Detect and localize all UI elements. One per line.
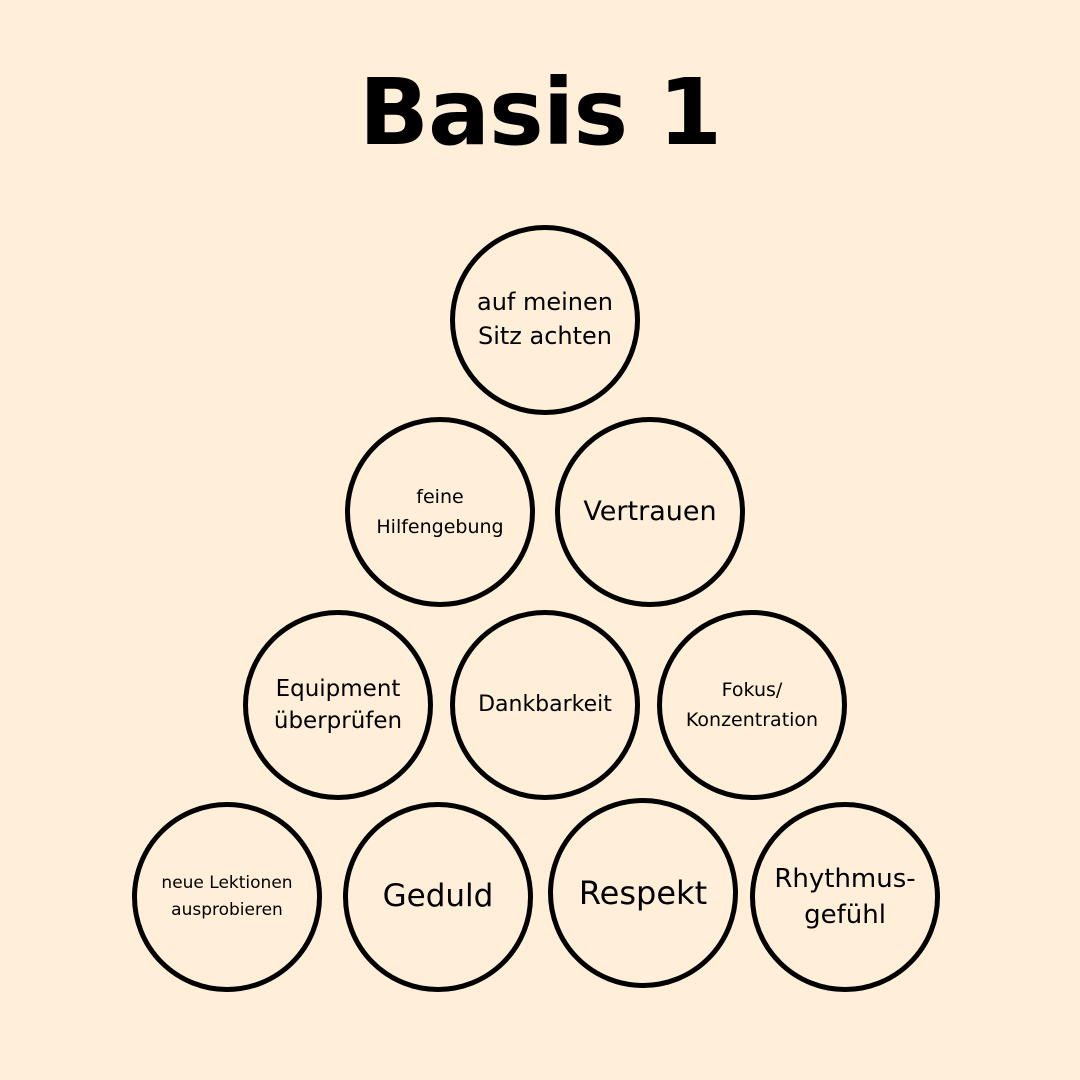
circle-label: Equipment bbox=[275, 675, 401, 702]
circle-label: Konzentration bbox=[685, 709, 819, 731]
circle-lektionen: neue Lektionen ausprobieren bbox=[132, 802, 322, 992]
circle-label: Sitz achten bbox=[477, 322, 613, 350]
circle-label: feine bbox=[416, 485, 464, 508]
circle-label: Fokus/ bbox=[721, 678, 783, 701]
circle-vertrauen: Vertrauen bbox=[555, 417, 745, 607]
circle-label: Respekt bbox=[578, 873, 708, 912]
circle-geduld: Geduld bbox=[343, 802, 533, 992]
circle-label: Hilfengebung bbox=[376, 516, 504, 538]
circle-rhythmus: Rhythmus-gefühl bbox=[750, 802, 940, 992]
circle-fokus: Fokus/Konzentration bbox=[657, 610, 847, 800]
circle-label: gefühl bbox=[804, 900, 886, 930]
circle-label: auf meinen bbox=[477, 288, 613, 317]
circle-label: neue Lektionen bbox=[161, 872, 293, 893]
circle-label: Geduld bbox=[382, 878, 494, 915]
circle-label: überprüfen bbox=[273, 708, 403, 734]
circle-dankbarkeit: Dankbarkeit bbox=[450, 610, 640, 800]
circle-label: ausprobieren bbox=[171, 900, 283, 920]
circle-label: Vertrauen bbox=[583, 496, 717, 528]
circle-label: Rhythmus- bbox=[774, 863, 916, 894]
circle-label: Dankbarkeit bbox=[478, 691, 612, 717]
page-title: Basis 1 bbox=[358, 59, 722, 166]
circle-respekt: Respekt bbox=[548, 798, 738, 988]
circle-equipment: Equipment überprüfen bbox=[243, 610, 433, 800]
